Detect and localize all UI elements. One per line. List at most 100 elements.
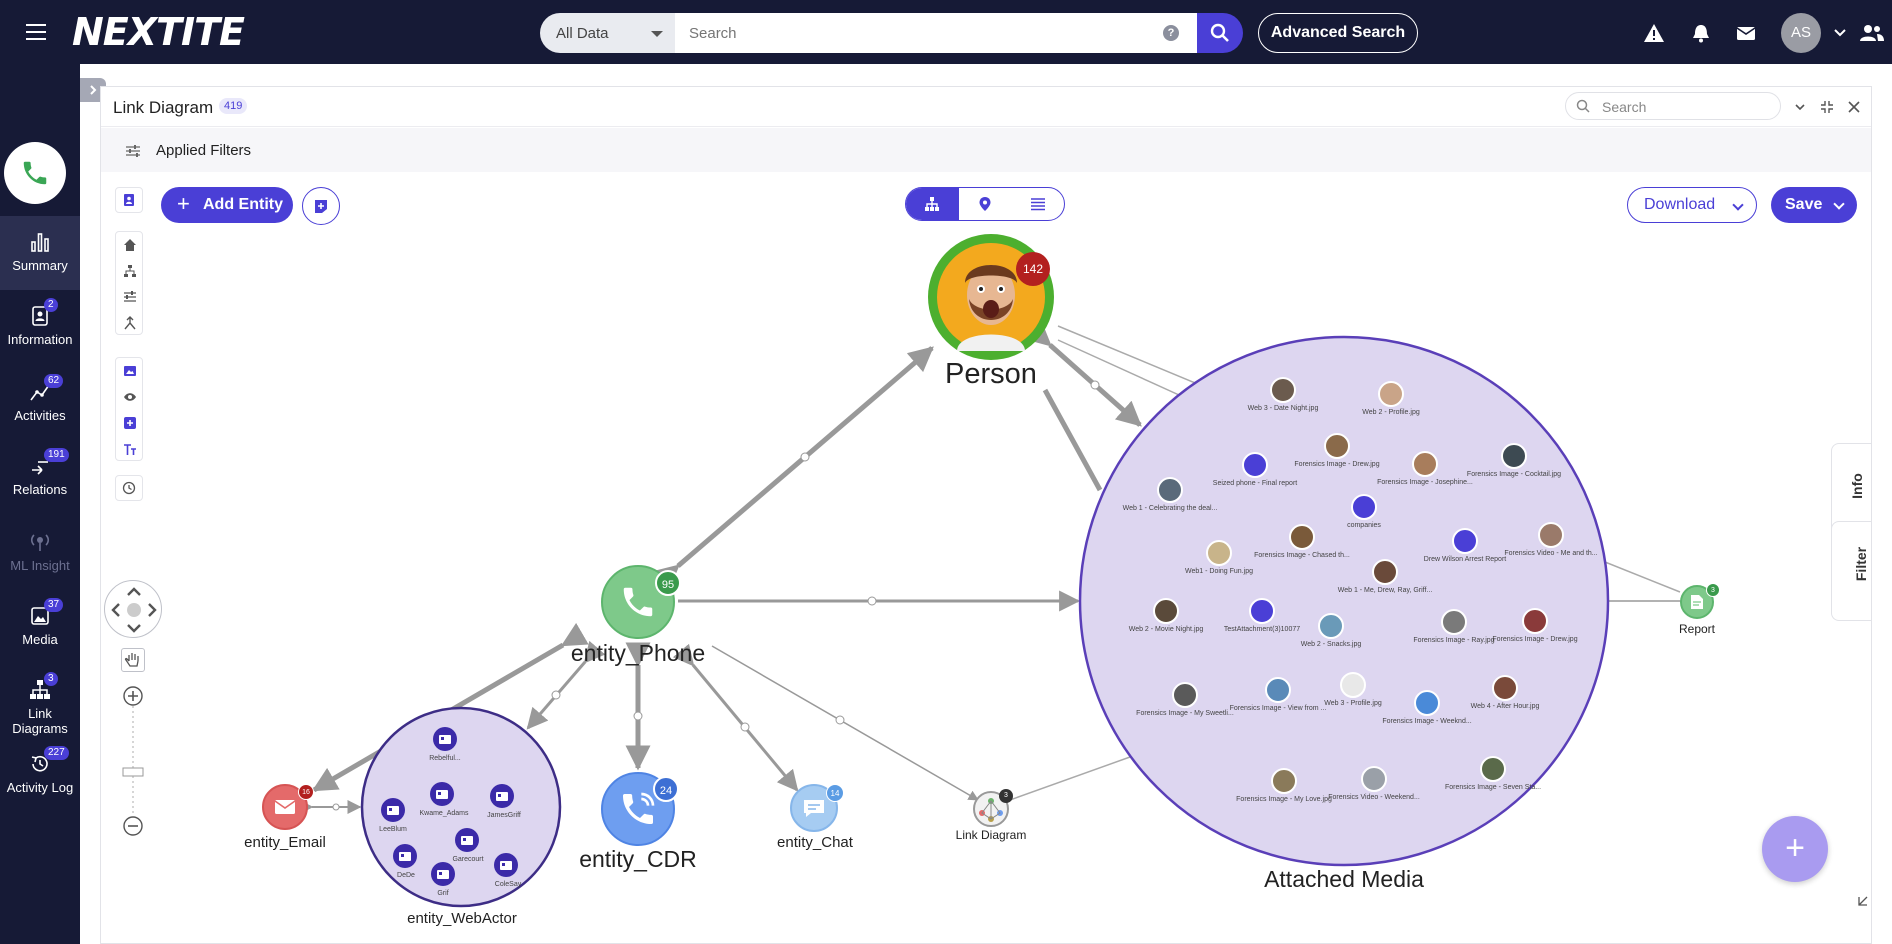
media-thumbnail[interactable] [1492, 675, 1518, 701]
webactor-item[interactable] [433, 727, 457, 756]
add-note-button[interactable] [302, 187, 340, 225]
sidebar-item-summary[interactable]: Summary [0, 230, 80, 273]
media-thumbnail[interactable] [1452, 528, 1478, 554]
view-graph-button[interactable] [906, 188, 959, 220]
view-map-button[interactable] [959, 188, 1012, 220]
pan-hand-button[interactable] [121, 648, 145, 672]
search-input[interactable] [675, 13, 1197, 53]
media-thumbnail[interactable] [1242, 452, 1268, 478]
chat-node[interactable]: 14 [790, 784, 844, 832]
edge-email-webactor[interactable] [299, 800, 362, 814]
add-note-icon[interactable] [123, 416, 137, 430]
media-thumbnail[interactable] [1289, 524, 1315, 550]
tab-filter[interactable]: Filter [1831, 521, 1871, 621]
applied-filters-bar[interactable]: Applied Filters [101, 128, 1871, 172]
advanced-search-button[interactable]: Advanced Search [1258, 13, 1418, 53]
attached-media-group[interactable] [1078, 335, 1610, 867]
view-list-button[interactable] [1011, 188, 1064, 220]
webactor-item[interactable] [455, 828, 479, 857]
media-thumbnail[interactable] [1412, 451, 1438, 477]
media-thumbnail[interactable] [1265, 677, 1291, 703]
media-thumbnail[interactable] [1271, 768, 1297, 794]
edge-phone-cdr[interactable] [625, 642, 651, 771]
webactor-item[interactable] [494, 853, 518, 882]
hierarchy-icon[interactable] [123, 264, 137, 278]
media-thumbnail[interactable] [1351, 494, 1377, 520]
media-thumbnail[interactable] [1372, 559, 1398, 585]
app-logo[interactable]: NEXTITE [72, 10, 245, 54]
email-node[interactable]: 16 [262, 784, 314, 830]
resize-corner-icon[interactable] [1856, 894, 1870, 908]
collapse-icon[interactable] [1820, 100, 1834, 114]
merge-icon[interactable] [123, 316, 137, 330]
user-avatar[interactable]: AS [1781, 13, 1821, 53]
help-icon[interactable]: ? [1163, 25, 1179, 41]
add-entity-button[interactable]: Add Entity [161, 186, 293, 223]
filter-sliders-icon[interactable] [123, 290, 137, 304]
media-thumbnail[interactable] [1157, 477, 1183, 503]
sidebar-item-ml-insight[interactable]: ML Insight [0, 530, 80, 573]
zoom-slider[interactable] [121, 686, 145, 836]
webactor-item[interactable] [381, 798, 405, 827]
sidebar-item-activities[interactable]: 62 Activities [0, 374, 80, 423]
home-icon[interactable] [123, 238, 137, 252]
media-thumbnail[interactable] [1340, 672, 1366, 698]
entity-type-phone-button[interactable] [4, 142, 66, 204]
media-thumbnail[interactable] [1249, 598, 1275, 624]
media-thumbnail[interactable] [1441, 609, 1467, 635]
media-thumbnail[interactable] [1270, 377, 1296, 403]
chevron-down-icon[interactable] [1793, 100, 1807, 114]
alert-icon[interactable] [1643, 22, 1665, 44]
search-button[interactable] [1197, 13, 1243, 53]
report-node[interactable]: 3 [1680, 583, 1720, 619]
bell-icon[interactable] [1690, 22, 1712, 44]
media-thumbnail[interactable] [1206, 540, 1232, 566]
media-thumbnail[interactable] [1538, 522, 1564, 548]
panel-search-input[interactable]: Search [1565, 92, 1781, 120]
text-size-icon[interactable] [123, 442, 137, 456]
media-thumbnail[interactable] [1172, 682, 1198, 708]
close-icon[interactable] [1847, 100, 1861, 114]
edge-person-media[interactable] [1024, 320, 1201, 492]
webactor-item[interactable] [430, 782, 454, 811]
media-thumbnail[interactable] [1153, 598, 1179, 624]
cdr-node[interactable]: 24 [601, 772, 679, 846]
users-icon[interactable] [1859, 22, 1885, 44]
webactor-item[interactable] [393, 844, 417, 873]
phone-node[interactable]: 95 [601, 565, 681, 639]
sidebar-item-activity-log[interactable]: 227 Activity Log [0, 746, 80, 795]
sidebar-item-relations[interactable]: 191 Relations [0, 448, 80, 497]
timeline-button[interactable] [115, 475, 143, 501]
webactor-item[interactable] [431, 862, 455, 891]
edge-phone-linkdiagram[interactable] [711, 645, 979, 801]
edge-person-phone[interactable] [652, 346, 934, 591]
media-thumbnail[interactable] [1501, 443, 1527, 469]
webactor-item[interactable] [490, 784, 514, 813]
media-thumbnail[interactable] [1414, 690, 1440, 716]
entity-card-button[interactable] [115, 187, 143, 213]
floating-add-button[interactable]: + [1762, 816, 1828, 882]
edge-phone-media[interactable] [678, 590, 1081, 612]
pan-navigation-pad[interactable] [104, 580, 162, 638]
media-thumbnail[interactable] [1480, 756, 1506, 782]
link-diagram-node[interactable]: 3 [973, 789, 1013, 827]
mail-icon[interactable] [1735, 22, 1757, 44]
media-thumbnail[interactable] [1318, 613, 1344, 639]
media-thumbnail[interactable] [1361, 766, 1387, 792]
menu-icon[interactable] [26, 24, 46, 40]
media-thumbnail[interactable] [1522, 608, 1548, 634]
edge-linkdiagram-media[interactable] [1009, 756, 1131, 801]
edge-phone-webactor[interactable] [526, 640, 606, 730]
edge-phone-chat[interactable] [672, 643, 799, 792]
sidebar-item-link-diagrams[interactable]: 3 Link Diagrams [0, 672, 80, 736]
person-node[interactable]: 142 [928, 234, 1054, 360]
media-thumbnail[interactable] [1378, 381, 1404, 407]
media-thumbnail[interactable] [1324, 433, 1350, 459]
save-button[interactable]: Save [1771, 187, 1857, 223]
chevron-down-icon[interactable] [1829, 22, 1851, 44]
sidebar-item-information[interactable]: 2 Information [0, 298, 80, 347]
edge-media-report[interactable] [1599, 559, 1682, 602]
sidebar-item-media[interactable]: 37 Media [0, 598, 80, 647]
eye-icon[interactable] [123, 390, 137, 404]
download-button[interactable]: Download [1627, 187, 1757, 223]
